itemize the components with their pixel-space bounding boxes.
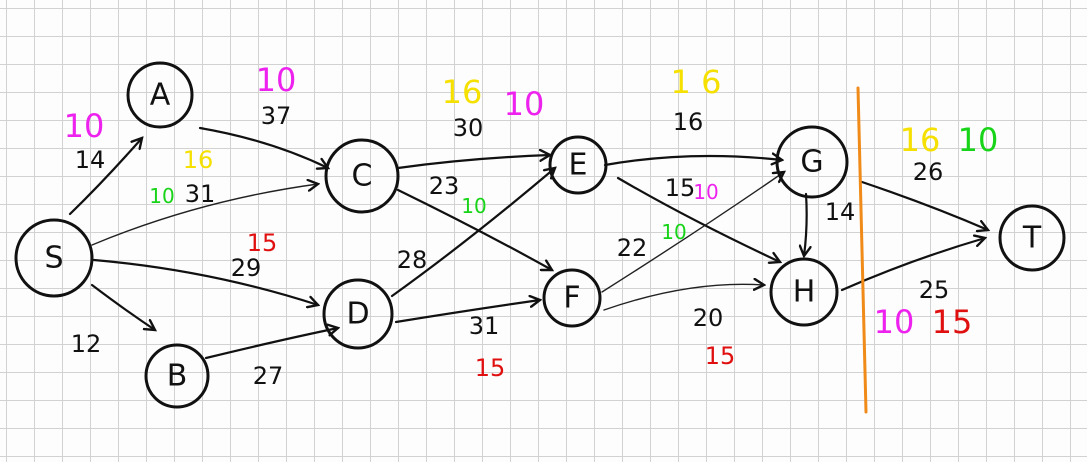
edge-s-c — [91, 184, 318, 246]
edge-d-f — [394, 300, 540, 324]
capacity-d-e: 28 — [397, 246, 428, 274]
capacity-c-e: 30 — [453, 114, 484, 142]
flow-label: 10 — [461, 194, 486, 218]
capacity-c-f: 23 — [429, 172, 460, 200]
node-e: E — [548, 135, 608, 195]
edge-h-t — [840, 238, 985, 292]
capacity-s-b: 12 — [71, 330, 102, 358]
capacity-g-h: 14 — [825, 198, 856, 226]
node-s: S — [14, 218, 94, 298]
flow-label: 16 — [183, 146, 214, 174]
node-t-label: T — [1022, 221, 1042, 256]
flow-label: 10 — [64, 107, 105, 145]
capacity-f-g: 22 — [617, 234, 648, 262]
capacity-b-d: 27 — [253, 362, 284, 390]
node-b: B — [144, 343, 210, 409]
capacity-s-a: 14 — [75, 146, 106, 174]
edge-s-b — [90, 283, 155, 330]
edge-e-g — [603, 156, 782, 167]
node-h: H — [769, 257, 839, 327]
node-g-label: G — [800, 145, 823, 180]
flow-label: 1 6 — [671, 63, 722, 101]
flow-label: 15 — [475, 354, 506, 382]
node-c-label: C — [352, 159, 373, 194]
flow-label: 15 — [932, 303, 973, 341]
capacity-g-t: 26 — [913, 158, 944, 186]
node-g: G — [775, 125, 849, 199]
node-f-label: F — [563, 281, 580, 316]
node-e-label: E — [569, 148, 588, 183]
edges-layer — [68, 126, 988, 360]
edge-f-h — [603, 284, 764, 311]
capacity-e-g: 16 — [673, 108, 704, 136]
node-a: A — [126, 61, 194, 129]
flow-label: 10 — [958, 121, 999, 159]
edge-d-e — [390, 168, 555, 298]
edge-b-d — [204, 328, 338, 360]
flow-label: 16 — [900, 121, 941, 159]
capacity-e-h: 15 — [665, 174, 696, 202]
capacity-a-c: 37 — [261, 102, 292, 130]
node-h-label: H — [793, 275, 816, 310]
edge-s-a — [68, 138, 142, 216]
node-f: F — [542, 268, 602, 328]
edge-g-h — [804, 192, 807, 256]
edge-c-e — [396, 155, 550, 170]
cut-line — [856, 86, 868, 414]
node-c: C — [324, 138, 400, 214]
edge-g-t — [860, 180, 988, 230]
edge-c-f — [396, 188, 552, 270]
node-s-label: S — [44, 241, 63, 276]
flow-label: 10 — [661, 220, 686, 244]
capacity-s-c: 31 — [185, 180, 216, 208]
flow-label: 15 — [705, 342, 736, 370]
flow-label: 15 — [247, 229, 278, 257]
node-d-label: D — [346, 297, 369, 332]
capacity-s-d: 29 — [231, 254, 262, 282]
capacity-d-f: 31 — [469, 312, 500, 340]
edge-f-g — [601, 172, 784, 293]
capacity-h-t: 25 — [919, 276, 950, 304]
node-t: T — [998, 204, 1066, 272]
flow-annotations: 10 10 16 10 1 6 16 10 16 10 15 10 10 10 … — [64, 61, 999, 382]
node-a-label: A — [150, 78, 171, 113]
flow-label: 10 — [693, 180, 718, 204]
flow-label: 10 — [256, 61, 297, 99]
edge-e-h — [616, 176, 780, 262]
capacity-labels: 14 12 31 29 37 27 30 23 28 31 16 15 22 2… — [71, 102, 950, 390]
edge-a-c — [198, 126, 328, 168]
flow-label: 16 — [442, 73, 483, 111]
edge-s-d — [92, 258, 318, 305]
flow-label: 10 — [149, 184, 174, 208]
flow-label: 10 — [874, 303, 915, 341]
node-b-label: B — [167, 359, 188, 394]
capacity-f-h: 20 — [693, 304, 724, 332]
flow-label: 10 — [504, 85, 545, 123]
node-d: D — [322, 278, 394, 350]
